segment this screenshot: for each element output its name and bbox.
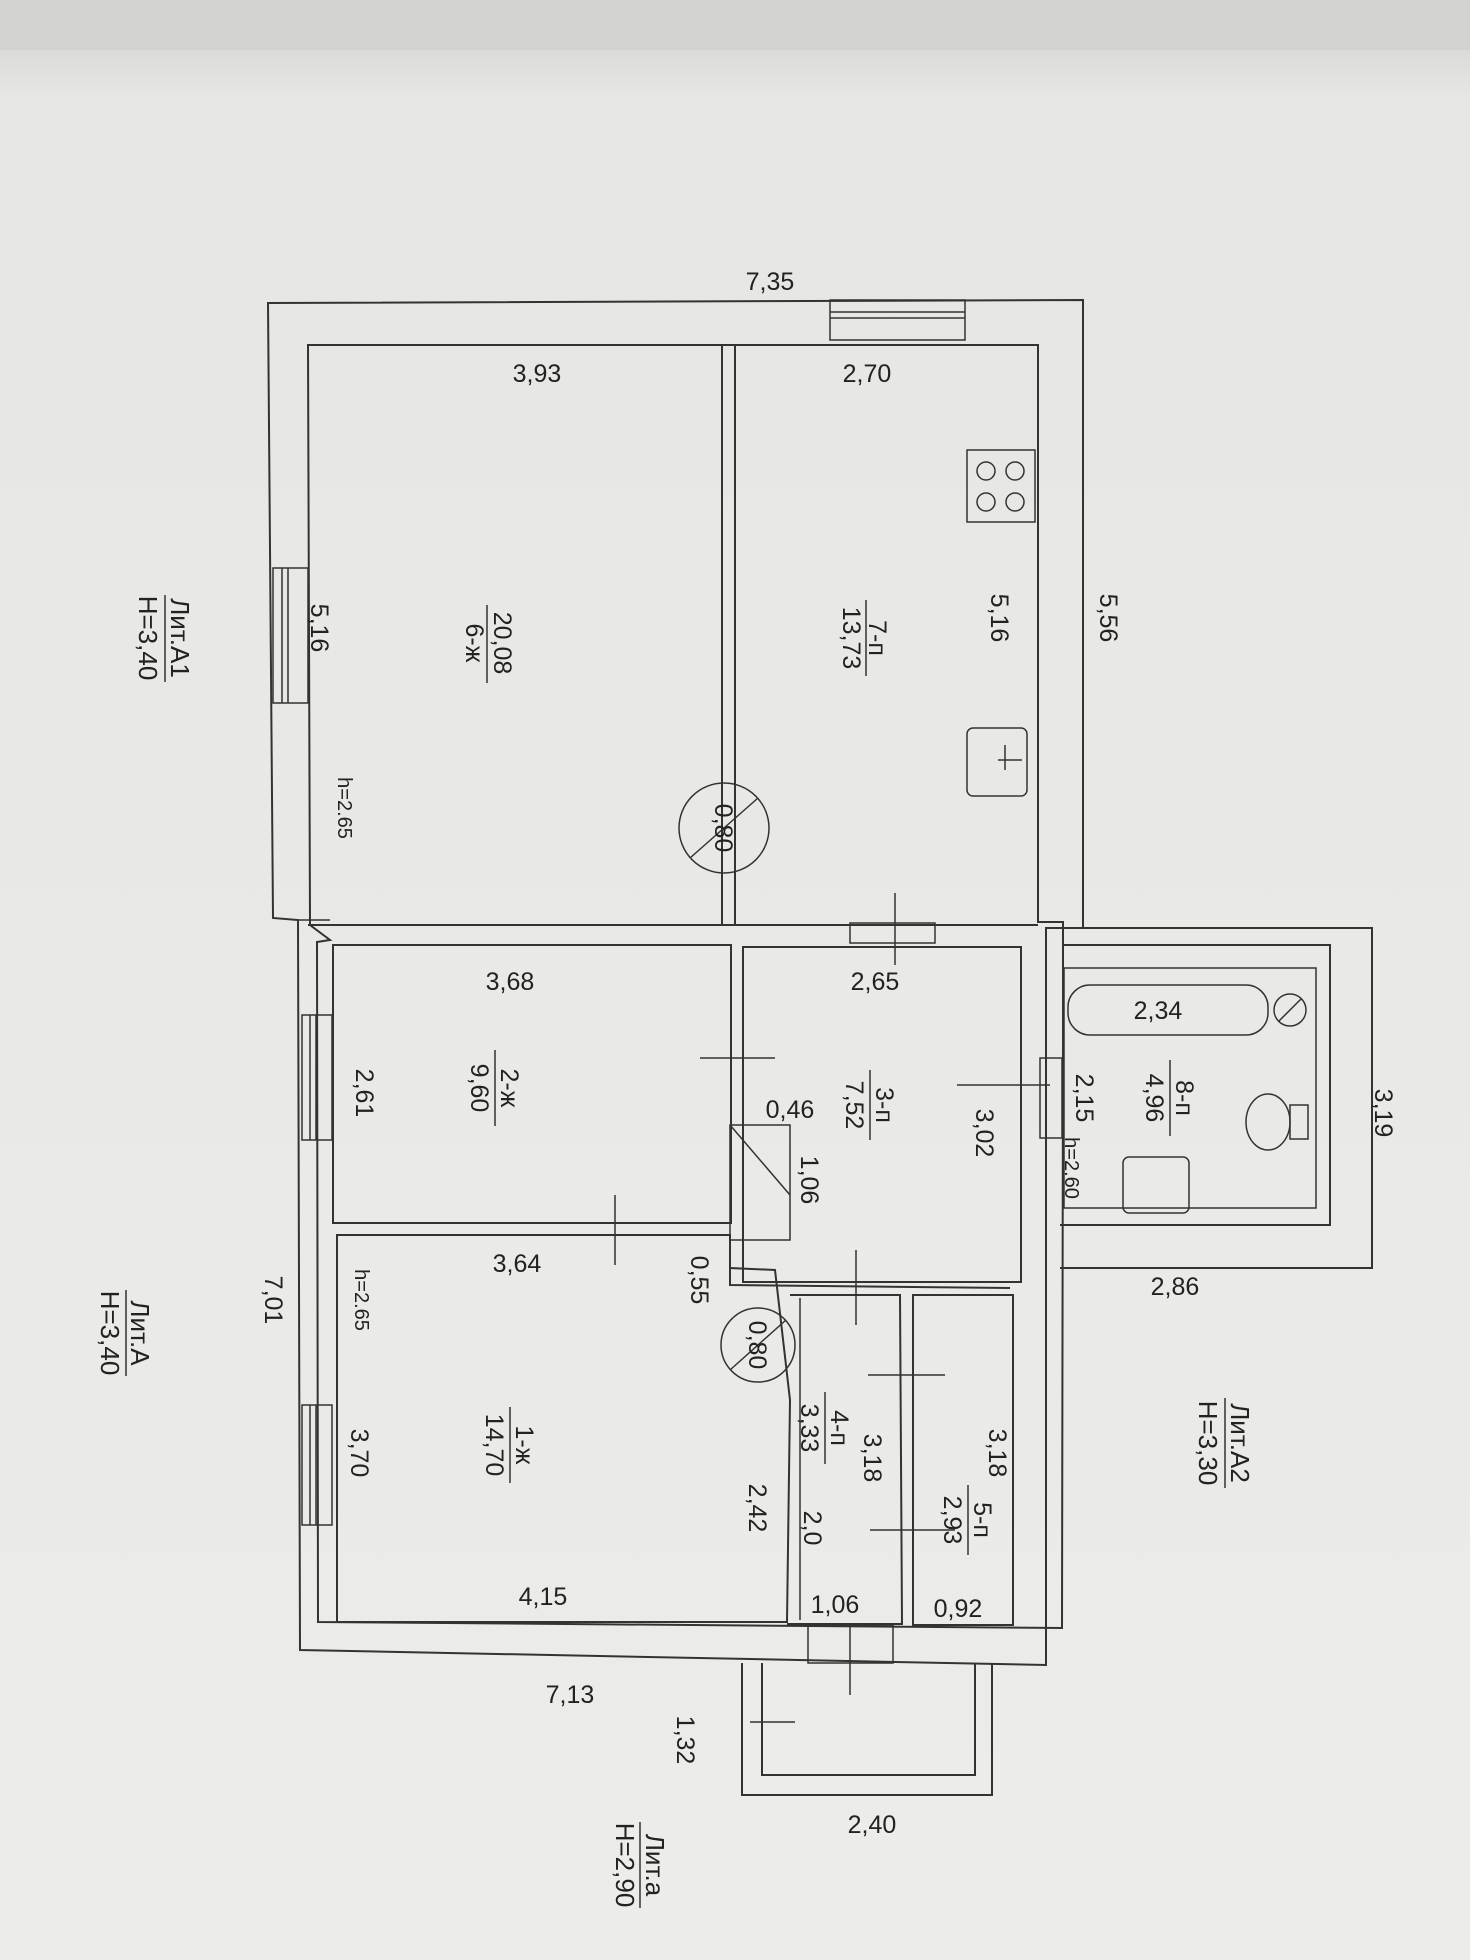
room-6-name: 6-ж [460,624,488,663]
room-4-width: 1,06 [811,1591,860,1619]
room-6-ceiling: h=2.65 [333,777,355,839]
room-4-area: 3,33 [795,1404,823,1453]
room-5-name: 5-п [968,1502,996,1538]
lit-a2-label: Лит.А2 H=3,30 [1193,1398,1255,1488]
room-5-area: 2,93 [938,1496,966,1545]
room-7-height-dim: 5,16 [985,594,1013,643]
room-3-step-b: 1,06 [795,1156,823,1205]
room-8: 2,34 8-п 4,96 2,15 h=2.60 [1060,997,1198,1199]
room-2-height-dim: 2,61 [350,1069,378,1118]
room-3-step-a: 0,46 [766,1096,815,1124]
door-b-label: 0,80 [743,1321,771,1370]
porch-bottom-dim: 2,40 [848,1811,897,1839]
room-7: 2,70 7-п 13,73 5,16 [837,360,1013,676]
room-8-height-dim: 2,15 [1070,1074,1098,1123]
room-8-bath-dim: 2,34 [1134,997,1183,1025]
room-7-name: 7-п [863,620,891,656]
room-3-height-dim: 3,02 [970,1109,998,1158]
room-2-name: 2-ж [495,1069,523,1108]
room-5-width: 0,92 [934,1595,983,1623]
walls [266,298,1373,1796]
outer-right-top-dim: 5,56 [1094,594,1122,643]
room-8-name: 8-п [1170,1080,1198,1116]
room-3-name: 3-п [870,1087,898,1123]
room-1-ceiling: h=2.65 [350,1269,372,1331]
room-4-name: 4-п [825,1410,853,1446]
annex-bottom-dim: 2,86 [1151,1273,1200,1301]
lit-porch-name: Лит.а [640,1834,670,1897]
room-1-width: 3,64 [493,1250,542,1278]
paper-edge [0,0,1470,50]
room-7-area: 13,73 [837,607,865,670]
room-3: 2,65 3-п 7,52 3,02 0,46 1,06 [766,968,998,1204]
room-8-ceiling: h=2.60 [1060,1137,1082,1199]
room-6: 3,93 6-ж 20,08 5,16 h=2.65 [305,360,561,839]
lit-a2-height: H=3,30 [1193,1401,1223,1486]
room-4-height-dim: 3,18 [858,1434,886,1483]
door-a-label: 0,80 [709,804,737,853]
outer-left-mid-dim: 7,01 [259,1276,287,1325]
room-1-name: 1-ж [510,1426,538,1465]
room-1-step-a: 0,55 [685,1256,713,1305]
door-marker-a: 0,80 [678,782,770,874]
door-marker-b: 0,80 [720,1307,796,1383]
room-3-area: 7,52 [840,1081,868,1130]
annex-right-dim: 3,19 [1369,1089,1397,1138]
room-2-area: 9,60 [465,1064,493,1113]
lit-a-height: H=3,40 [95,1291,125,1376]
room-6-width: 3,93 [513,360,562,388]
room-1-area: 14,70 [480,1414,508,1477]
room-2-width: 3,68 [486,968,535,996]
lit-a-label: Лит.А H=3,40 [95,1290,155,1376]
room-1-height-dim: 3,70 [345,1429,373,1478]
room-4: 4-п 3,33 3,18 2,0 1,06 [795,1392,886,1619]
room-2: 3,68 2-ж 9,60 2,61 [350,968,534,1126]
room-8-area: 4,96 [1140,1074,1168,1123]
lit-a-name: Лит.А [125,1300,155,1366]
lit-a1-name: Лит.А1 [165,598,195,678]
lit-porch-height: H=2,90 [610,1823,640,1908]
room-4-step: 2,0 [798,1511,826,1546]
lit-a1-label: Лит.А1 H=3,40 [133,595,195,682]
porch-side-dim: 1,32 [671,1716,699,1765]
lit-porch-label: Лит.а H=2,90 [610,1822,670,1908]
room-1-step-b: 2,42 [743,1484,771,1533]
room-5: 5-п 2,93 3,18 0,92 [934,1429,1011,1623]
room-3-width: 2,65 [851,968,900,996]
lit-a1-height: H=3,40 [133,596,163,681]
dimension-labels: 7,35 5,56 7,01 7,13 3,19 2,86 1,32 2,40 [259,268,1397,1839]
room-1-width-bottom: 4,15 [519,1583,568,1611]
lit-a2-name: Лит.А2 [1225,1403,1255,1483]
room-6-height-dim: 5,16 [305,604,333,653]
room-7-width: 2,70 [843,360,892,388]
outer-bottom-dim: 7,13 [546,1681,595,1709]
room-1: 3,64 4,15 1-ж 14,70 3,70 h=2.65 0,55 2,4… [345,1250,771,1611]
room-6-area: 20,08 [488,612,516,675]
outer-top-dim: 7,35 [746,268,795,296]
room-5-height-dim: 3,18 [983,1429,1011,1478]
